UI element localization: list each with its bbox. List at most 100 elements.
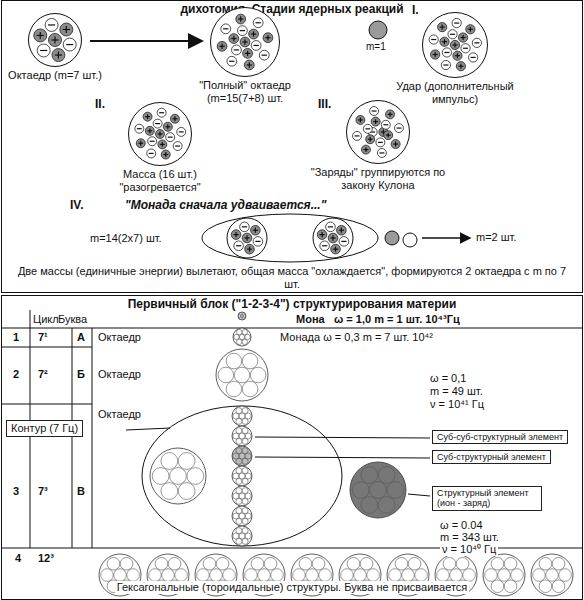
cluster-cell: [155, 557, 168, 570]
cluster-cell: [456, 557, 469, 570]
charge-sign: [470, 27, 471, 32]
panel-title: Первичный блок ("1-2-3-4") структурирова…: [2, 298, 582, 312]
cluster-cell: [237, 329, 242, 334]
charge-sign: [443, 64, 448, 65]
callout-box: Суб-суб-структурный элемент: [432, 430, 568, 444]
label: IV.: [70, 199, 84, 213]
cluster-cell: [233, 493, 239, 499]
cluster-cell: [242, 518, 248, 524]
charge: [63, 38, 76, 51]
charge: [143, 112, 152, 121]
cluster-cell: [242, 381, 258, 397]
charge: [394, 124, 403, 133]
charge: [337, 225, 347, 235]
charge-sign: [372, 110, 377, 111]
cluster-cell: [559, 569, 572, 582]
cluster-cell: [242, 317, 244, 319]
cluster-cell: [242, 488, 248, 494]
octahedron: [227, 218, 267, 258]
cluster-cell: [239, 334, 244, 339]
charge-sign: [236, 245, 241, 246]
cluster-cell: [210, 569, 223, 582]
charge: [438, 22, 447, 31]
charge-cluster: "Полный" октаедр (m=15(7+8) шт.: [210, 7, 280, 77]
charge-sign: [267, 35, 268, 40]
cluster-cell: [237, 339, 242, 344]
cluster-cell: [236, 528, 242, 534]
charge-sign: [235, 232, 236, 237]
label: 12³: [36, 552, 56, 565]
charge-sign: [149, 128, 150, 133]
charge-sign: [332, 235, 333, 240]
charge-cluster: Масса (16 шт.) "разогревается": [128, 102, 192, 166]
charge-sign: [174, 116, 175, 121]
charge: [163, 122, 172, 131]
cluster-cell: [360, 557, 373, 570]
cluster: [232, 406, 252, 426]
cluster-cell: [450, 569, 463, 582]
charge-sign: [328, 226, 333, 227]
callout-text: Контур (7 Гц): [11, 422, 78, 435]
charge-sign: [431, 39, 436, 40]
cluster-cell: [242, 468, 248, 474]
cluster-cell: [175, 569, 188, 582]
charge: [339, 237, 349, 247]
cluster-caption: Октаедр (m=7 шт.): [5, 69, 105, 82]
cluster-cell: [242, 428, 248, 434]
cluster-cell: [491, 557, 504, 570]
charge: [361, 145, 370, 154]
charge: [232, 45, 242, 55]
cluster-cell: [242, 353, 258, 369]
label: 1: [13, 331, 19, 344]
charge-sign: [444, 52, 449, 53]
cluster-cell: [250, 367, 266, 383]
label: ω = 0.04: [440, 519, 483, 532]
label: III.: [318, 98, 331, 112]
charge-sign: [147, 114, 148, 119]
callout-box: Структурный элемент (ион - заряд): [432, 486, 542, 511]
cluster-border: [211, 8, 280, 77]
label: В: [77, 485, 85, 498]
cluster-cell: [242, 538, 248, 544]
cluster-cell: [242, 438, 248, 444]
cluster-cell: [168, 557, 181, 570]
cluster-cell: [161, 453, 178, 470]
charge-sign: [444, 39, 445, 44]
table-line: [72, 328, 73, 548]
cluster-cell: [152, 468, 169, 485]
cluster-cell: [242, 418, 248, 424]
charge: [153, 119, 162, 128]
label: 7¹: [38, 331, 48, 344]
cluster-cell: [258, 569, 271, 582]
cluster-cell: [239, 453, 245, 459]
cluster-cell: [533, 569, 546, 582]
charge: [148, 137, 157, 146]
charge: [147, 149, 156, 158]
charge-sign: [255, 241, 260, 242]
cluster: [232, 486, 252, 506]
callout-box: Контур (7 Гц): [6, 420, 83, 437]
cluster-outline: [28, 13, 82, 67]
label: Мона: [296, 313, 325, 326]
label: II.: [95, 98, 105, 112]
callout-text: Суб-суб-структурный элемент: [437, 432, 563, 442]
cluster-cell: [511, 569, 524, 582]
charge: [326, 222, 336, 232]
cluster-cell: [242, 498, 248, 504]
charge-sign: [40, 32, 41, 39]
charge-sign: [255, 22, 260, 23]
charge: [236, 14, 246, 24]
cluster: [238, 312, 246, 320]
cluster-cell: [463, 569, 476, 582]
charge-sign: [54, 36, 55, 43]
charge: [231, 230, 241, 240]
cluster-cell: [216, 557, 229, 570]
cluster-cell: [242, 508, 248, 514]
charge: [166, 133, 175, 142]
charge-sign: [162, 142, 163, 147]
charge-cluster: Удар (дополнительный импульс): [422, 12, 488, 78]
monad-pair-outline: [202, 214, 378, 262]
charge-sign: [474, 42, 479, 43]
charge: [461, 44, 470, 53]
charge: [331, 244, 341, 254]
